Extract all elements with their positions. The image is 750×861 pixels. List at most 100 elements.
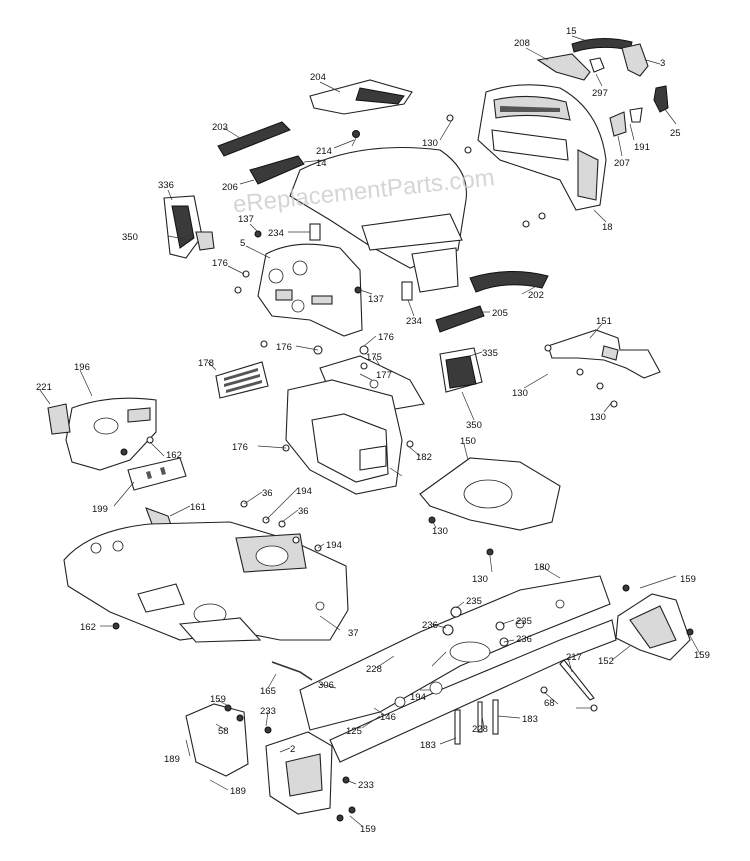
callout-label: 336 bbox=[158, 180, 174, 191]
callout-label: 202 bbox=[528, 290, 544, 301]
callout-label: 37 bbox=[348, 628, 359, 639]
side-bracket-3 bbox=[621, 43, 649, 77]
bolt-214 bbox=[351, 130, 360, 147]
callout-label: 159 bbox=[680, 574, 696, 585]
hood-front-18 bbox=[477, 84, 607, 211]
callout-label: 176 bbox=[212, 258, 228, 269]
callout-label: 159 bbox=[360, 824, 376, 835]
callout-label: 236 bbox=[516, 634, 532, 645]
callout-label: 130 bbox=[512, 388, 528, 399]
callout-label: 183 bbox=[420, 740, 436, 751]
callout-label: 125 bbox=[346, 726, 362, 737]
callout-label: 137 bbox=[238, 214, 254, 225]
dash-frame-182 bbox=[285, 379, 403, 495]
callout-label: 234 bbox=[268, 228, 284, 239]
callout-label: 234 bbox=[406, 316, 422, 327]
callout-label: 189 bbox=[230, 786, 246, 797]
callout-label: 214 bbox=[316, 146, 332, 157]
callout-label: 233 bbox=[260, 706, 276, 717]
callout-label: 130 bbox=[422, 138, 438, 149]
callout-label: 235 bbox=[466, 596, 482, 607]
callout-label: 221 bbox=[36, 382, 52, 393]
callout-label: 194 bbox=[410, 692, 426, 703]
callout-label: 350 bbox=[466, 420, 482, 431]
callout-label: 36 bbox=[262, 488, 273, 499]
callout-label: 207 bbox=[614, 158, 630, 169]
dash-panel-5 bbox=[257, 243, 363, 337]
trim-206 bbox=[249, 155, 305, 185]
callout-label: 205 bbox=[492, 308, 508, 319]
callout-label: 152 bbox=[598, 656, 614, 667]
lift-arm-165 bbox=[271, 661, 313, 681]
callout-label: 159 bbox=[210, 694, 226, 705]
callout-label: 194 bbox=[296, 486, 312, 497]
callout-label: 14 bbox=[316, 158, 327, 169]
callout-label: 306 bbox=[318, 680, 334, 691]
fastener-set bbox=[112, 114, 618, 630]
callout-label: 146 bbox=[380, 712, 396, 723]
callout-label: 217 bbox=[566, 652, 582, 663]
callout-label: 68 bbox=[544, 698, 555, 709]
callout-label: 183 bbox=[522, 714, 538, 725]
hood-insert-204 bbox=[309, 79, 413, 115]
bracket-152 bbox=[615, 593, 691, 661]
callout-label: 189 bbox=[164, 754, 180, 765]
callout-label: 228 bbox=[366, 664, 382, 675]
callout-label: 194 bbox=[326, 540, 342, 551]
callout-label: 3 bbox=[660, 58, 665, 69]
callout-label: 176 bbox=[378, 332, 394, 343]
callout-label: 58 bbox=[218, 726, 229, 737]
callout-label: 177 bbox=[376, 370, 392, 381]
callout-label: 137 bbox=[368, 294, 384, 305]
hood-203 bbox=[217, 121, 291, 157]
callout-label: 182 bbox=[416, 452, 432, 463]
side-panel-336 bbox=[163, 195, 215, 259]
callout-label: 18 bbox=[602, 222, 613, 233]
callout-label: 178 bbox=[198, 358, 214, 369]
callout-label: 191 bbox=[634, 142, 650, 153]
callout-label: 2 bbox=[290, 744, 295, 755]
callout-label: 235 bbox=[516, 616, 532, 627]
callout-label: 176 bbox=[232, 442, 248, 453]
callout-label: 208 bbox=[514, 38, 530, 49]
bracket-58 bbox=[185, 703, 249, 777]
callout-label: 176 bbox=[276, 342, 292, 353]
callout-label: 130 bbox=[472, 574, 488, 585]
shield-199 bbox=[127, 457, 187, 491]
callout-label: 297 bbox=[592, 88, 608, 99]
decal-221 bbox=[47, 403, 71, 435]
callout-label: 161 bbox=[190, 502, 206, 513]
callout-label: 130 bbox=[432, 526, 448, 537]
callout-label: 36 bbox=[298, 506, 309, 517]
callout-label: 162 bbox=[166, 450, 182, 461]
callout-label: 162 bbox=[80, 622, 96, 633]
callout-label: 196 bbox=[74, 362, 90, 373]
callout-label: 175 bbox=[366, 352, 382, 363]
bracket-2 bbox=[265, 731, 333, 815]
callout-label: 150 bbox=[460, 436, 476, 447]
callout-label: 335 bbox=[482, 348, 498, 359]
console-196 bbox=[65, 397, 157, 471]
callout-label: 204 bbox=[310, 72, 326, 83]
callout-label: 15 bbox=[566, 26, 577, 37]
lens-25 bbox=[653, 85, 669, 113]
panel-335 bbox=[439, 347, 483, 393]
headlight-bracket-208 bbox=[536, 53, 591, 81]
grille-202 bbox=[469, 270, 549, 293]
callout-label: 350 bbox=[122, 232, 138, 243]
callout-label: 228 bbox=[472, 724, 488, 735]
callout-label: 180 bbox=[534, 562, 550, 573]
callout-label: 203 bbox=[212, 122, 228, 133]
insert-297 bbox=[589, 57, 605, 73]
bracket-151 bbox=[547, 329, 661, 379]
leader-lines bbox=[39, 35, 701, 827]
callout-label: 206 bbox=[222, 182, 238, 193]
callout-label: 25 bbox=[670, 128, 681, 139]
callout-label: 199 bbox=[92, 504, 108, 515]
callout-label: 236 bbox=[422, 620, 438, 631]
fender-37 bbox=[63, 521, 349, 643]
callout-label: 130 bbox=[590, 412, 606, 423]
plate-150 bbox=[419, 457, 561, 531]
callout-label: 159 bbox=[694, 650, 710, 661]
frame-180 bbox=[299, 575, 617, 763]
